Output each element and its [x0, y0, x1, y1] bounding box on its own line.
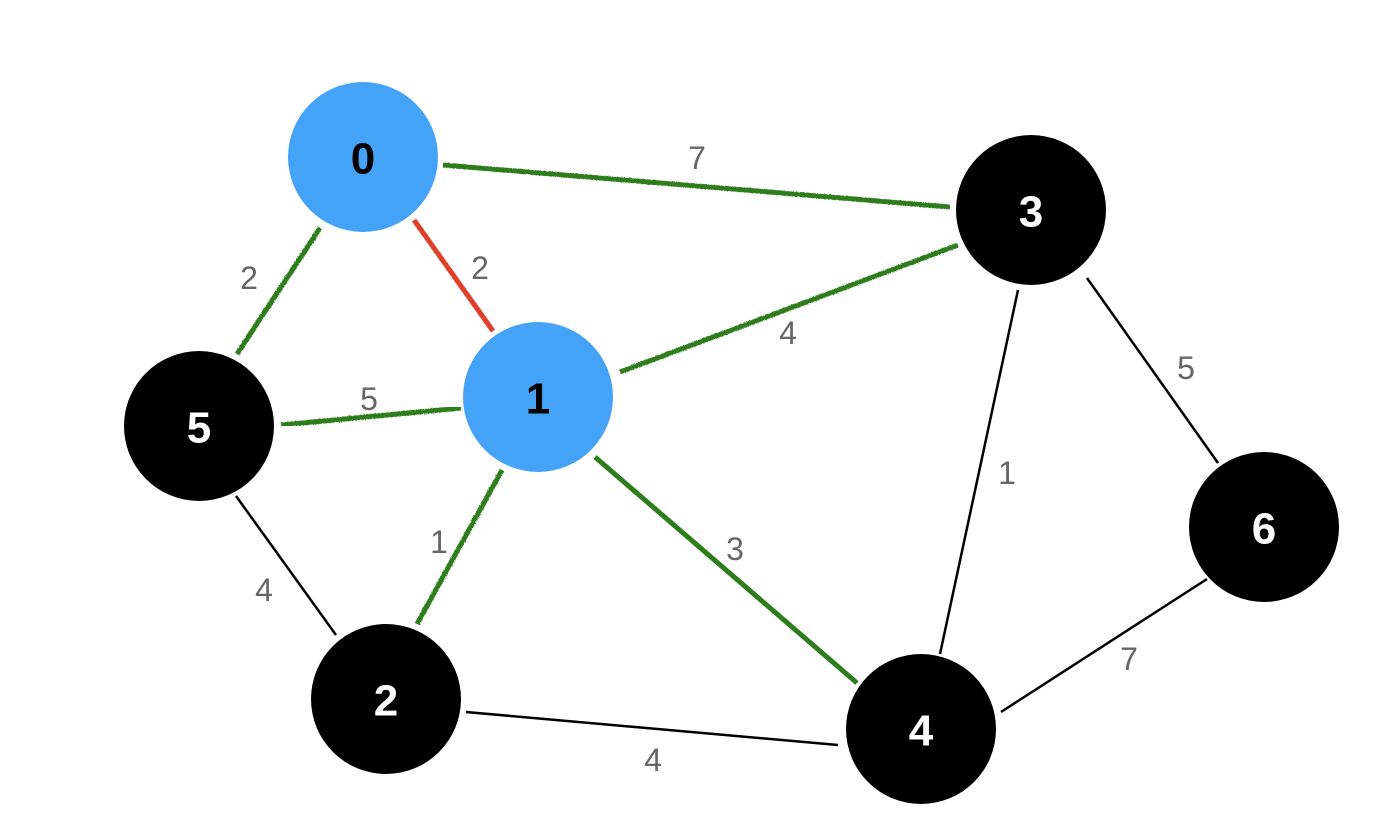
edge-5-2 [234, 495, 338, 636]
node-0-label: 0 [351, 135, 375, 184]
node-1: 1 [463, 322, 613, 472]
node-2-label: 2 [374, 677, 398, 726]
edge-weight-3-6: 5 [1177, 350, 1195, 386]
edge-2-4 [465, 710, 839, 747]
node-5-circle [124, 351, 274, 501]
node-1-circle [463, 322, 613, 472]
edge-3-4 [938, 289, 1020, 655]
node-4: 4 [846, 654, 996, 804]
edges-layer [234, 162, 1220, 747]
node-3-circle [956, 135, 1106, 285]
node-1-label: 1 [526, 375, 550, 424]
edge-weights-layer: 7 2 2 4 5 1 3 1 5 4 4 7 [240, 140, 1195, 778]
edge-weight-3-4: 1 [998, 455, 1016, 491]
edge-0-5 [234, 226, 323, 356]
edge-weight-2-4: 4 [644, 742, 662, 778]
node-3-label: 3 [1019, 188, 1043, 237]
edge-weight-0-1: 2 [471, 250, 489, 286]
node-2: 2 [311, 624, 461, 774]
edge-weight-1-2: 1 [430, 524, 448, 560]
edge-weight-0-5: 2 [240, 260, 258, 296]
node-0: 0 [288, 82, 438, 232]
edge-weight-0-3: 7 [688, 140, 706, 176]
node-2-circle [311, 624, 461, 774]
edge-weight-1-3: 4 [779, 315, 797, 351]
node-4-label: 4 [909, 707, 934, 756]
node-5: 5 [124, 351, 274, 501]
edge-1-5 [280, 405, 462, 428]
node-3: 3 [956, 135, 1106, 285]
node-0-circle [288, 82, 438, 232]
edge-1-2 [414, 468, 505, 626]
edge-4-6 [1000, 577, 1208, 714]
nodes-layer: 0 1 2 3 4 5 6 [124, 82, 1339, 804]
edge-weight-4-6: 7 [1120, 641, 1138, 677]
edge-weight-1-5: 5 [360, 381, 378, 417]
node-4-circle [846, 654, 996, 804]
edge-0-1 [411, 218, 496, 333]
edge-3-6 [1085, 277, 1220, 464]
edge-weight-1-4: 3 [726, 531, 744, 567]
node-5-label: 5 [187, 404, 211, 453]
node-6-circle [1189, 452, 1339, 602]
edge-weight-5-2: 4 [255, 572, 273, 608]
node-6-label: 6 [1252, 505, 1276, 554]
node-6: 6 [1189, 452, 1339, 602]
edge-1-4 [593, 455, 859, 685]
edge-0-3 [442, 162, 951, 210]
edge-1-3 [619, 242, 959, 375]
